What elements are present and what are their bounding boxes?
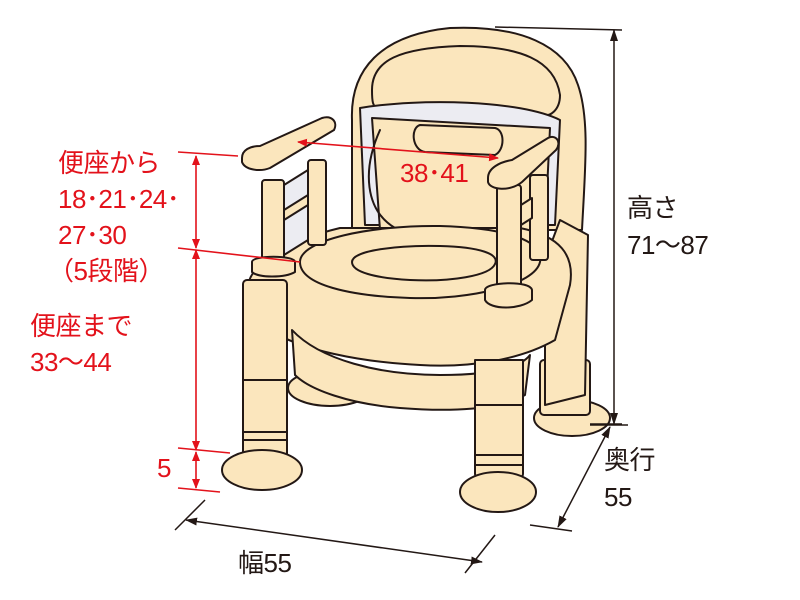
chair-illustration — [221, 26, 611, 513]
red-dimensions — [177, 138, 499, 493]
right-armrest — [487, 136, 560, 190]
front-left-foot — [221, 449, 303, 491]
depth-arrow — [557, 426, 611, 528]
left-armrest — [241, 116, 337, 171]
seat-range-values-1: 18･21･24･ — [58, 184, 180, 214]
seat-range-title: 便座から — [58, 148, 161, 178]
width-label: 幅55 — [238, 548, 292, 578]
seat-range-values-2: 27･30 — [58, 220, 127, 250]
depth-value: 55 — [604, 482, 632, 512]
front-right-leg — [474, 399, 524, 479]
foot-height-value: 5 — [157, 453, 171, 483]
height-value: 71～87 — [627, 230, 709, 260]
armrest-width-value: 38･41 — [400, 158, 469, 188]
black-dimensions — [174, 26, 628, 574]
armrest-width-arrow — [297, 138, 499, 162]
height-title: 高さ — [627, 193, 679, 223]
seat-height-title: 便座まで — [30, 311, 133, 341]
width-arrow — [185, 517, 483, 565]
seat-height-value: 33～44 — [30, 347, 112, 377]
seat-range-steps: （5段階） — [48, 256, 164, 286]
front-right-foot — [459, 471, 537, 513]
depth-title: 奥行 — [604, 445, 656, 475]
